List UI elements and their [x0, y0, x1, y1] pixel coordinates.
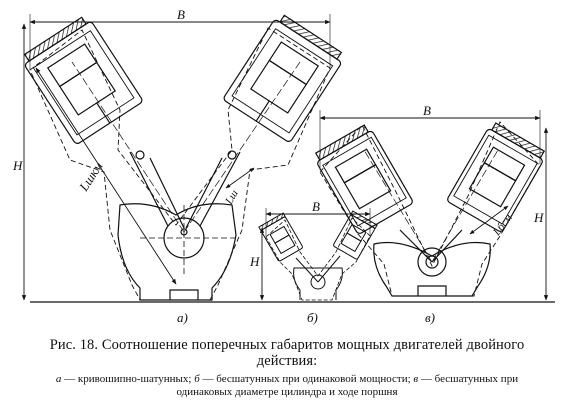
panel-label-b: б) — [307, 310, 318, 325]
engine-a — [23, 14, 343, 301]
engine-b-width-dimension — [265, 208, 371, 236]
figure-caption-title: Рис. 18. Соотношение поперечных габарито… — [49, 337, 525, 369]
legend-b-text: — бесшатунных при одинаковой мощности; — [199, 373, 414, 385]
legend-c-key: в — [413, 373, 419, 385]
engine-b-height-label: H — [249, 254, 260, 269]
engine-b-width-label: B — [312, 199, 320, 214]
legend-c-text: — бесшатунных при одинаковых диаметре ци… — [176, 373, 519, 398]
engine-b — [258, 210, 378, 301]
panel-label-c: в) — [425, 310, 435, 325]
legend-b-key: б — [194, 373, 200, 385]
engine-a-width-dimension — [29, 14, 331, 70]
engine-c-width-label: B — [423, 103, 431, 118]
engine-a-height-label: H — [12, 158, 23, 173]
engine-a-stroke-long-label: Lшкм — [75, 159, 105, 194]
figure-caption-legend: а — кривошипно-шатунных; б — бесшатунных… — [0, 373, 574, 399]
legend-a-text: — кривошипно-шатунных; — [61, 373, 195, 385]
engine-c-width-dimension — [319, 110, 541, 170]
engine-c-height-label: H — [533, 210, 544, 225]
engine-a-width-label: B — [177, 7, 185, 22]
legend-a-key: а — [55, 373, 62, 385]
engine-comparison-figure: B H Lшкм Lш B H — [12, 7, 555, 325]
engine-c — [314, 121, 546, 297]
panel-label-a: а) — [177, 310, 188, 325]
engine-a-stroke-long-dimension — [35, 67, 177, 285]
